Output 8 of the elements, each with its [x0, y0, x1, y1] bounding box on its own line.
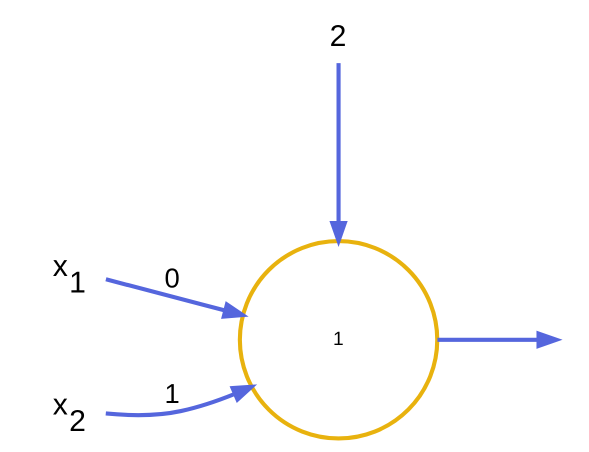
arrow: [106, 384, 258, 418]
node-circle: 1: [238, 239, 440, 441]
edge-label: 1: [164, 378, 180, 409]
arrow: [437, 330, 563, 349]
arrow: [329, 63, 348, 248]
node-text: 2: [330, 20, 346, 53]
edge-label: 0: [164, 262, 180, 294]
arrow: [105, 277, 249, 319]
